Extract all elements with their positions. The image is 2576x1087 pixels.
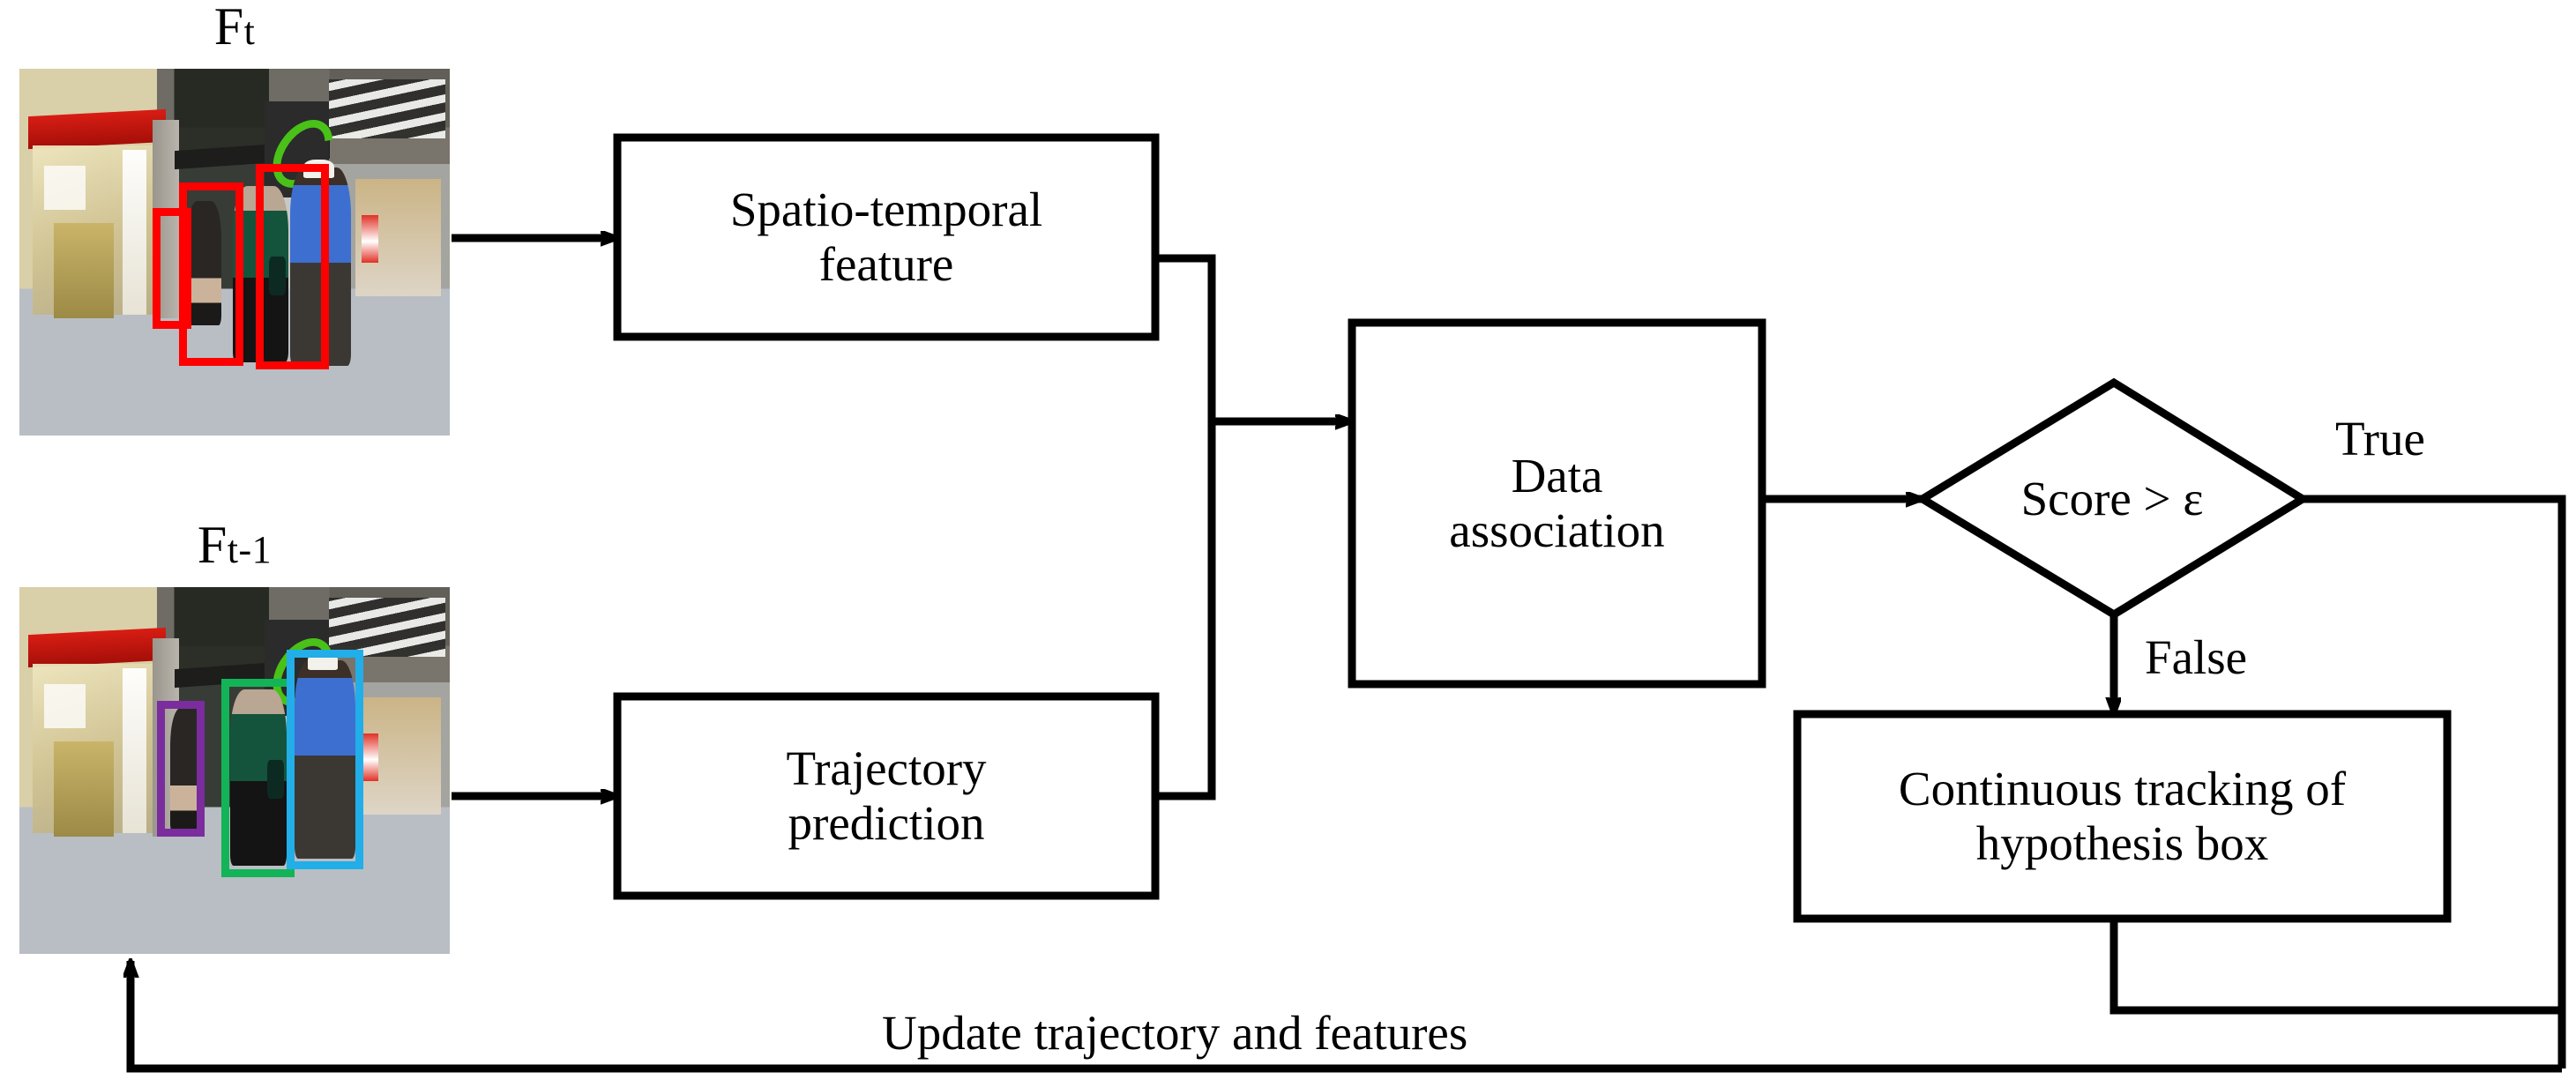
track-box-purple [157,700,205,837]
trajectory-prediction-label: Trajectory prediction [786,741,987,850]
shop-door [54,222,115,318]
ceiling-lights [329,598,446,658]
edge-trajectory-to-bus [1155,499,1216,800]
continuous-tracking-label: Continuous tracking of hypothesis box [1898,762,2347,870]
red-display-tag [361,215,379,264]
pedestrian-blue [295,652,355,859]
pedestrian-dark [187,200,222,326]
red-awning [27,627,166,668]
frame-t-1-label-subscript: t-1 [227,528,273,571]
track-box-cyan [286,649,364,870]
frame-t-label-base: F [213,0,244,56]
scene-backdrop [19,69,450,436]
ceiling-lights [329,79,446,139]
frame-t-image [19,69,450,436]
detection-box-3 [256,164,330,370]
frame-t-label: Ft [19,0,450,53]
true-branch-label: True [2335,412,2425,465]
shop-door [54,741,115,837]
frame-t-1-image [19,587,450,954]
data-association-label: Data association [1449,449,1665,557]
frame-t-1-label-base: F [197,516,228,574]
pedestrian-blue [290,160,351,366]
spatio-temporal-feature-label: Spatio-temporal feature [729,182,1043,291]
detection-box-1 [153,208,192,330]
white-signpost [123,149,146,315]
edge-feature-to-bus [1155,254,1216,499]
detection-box-2 [178,182,243,366]
false-branch-label: False [2145,630,2248,684]
edge-tracking-to-feedback [2109,919,2562,1015]
track-box-green [221,679,295,877]
pedestrian-green [230,689,287,867]
feedback-label: Update trajectory and features [882,1006,1468,1060]
frame-t-1-label: Ft-1 [19,518,450,571]
score-decision-label: Score > ε [2020,472,2204,526]
red-display-tag [361,733,379,782]
white-signpost [123,667,146,833]
red-awning [27,108,166,150]
scene-backdrop [19,587,450,954]
frame-t-label-subscript: t [243,10,256,53]
